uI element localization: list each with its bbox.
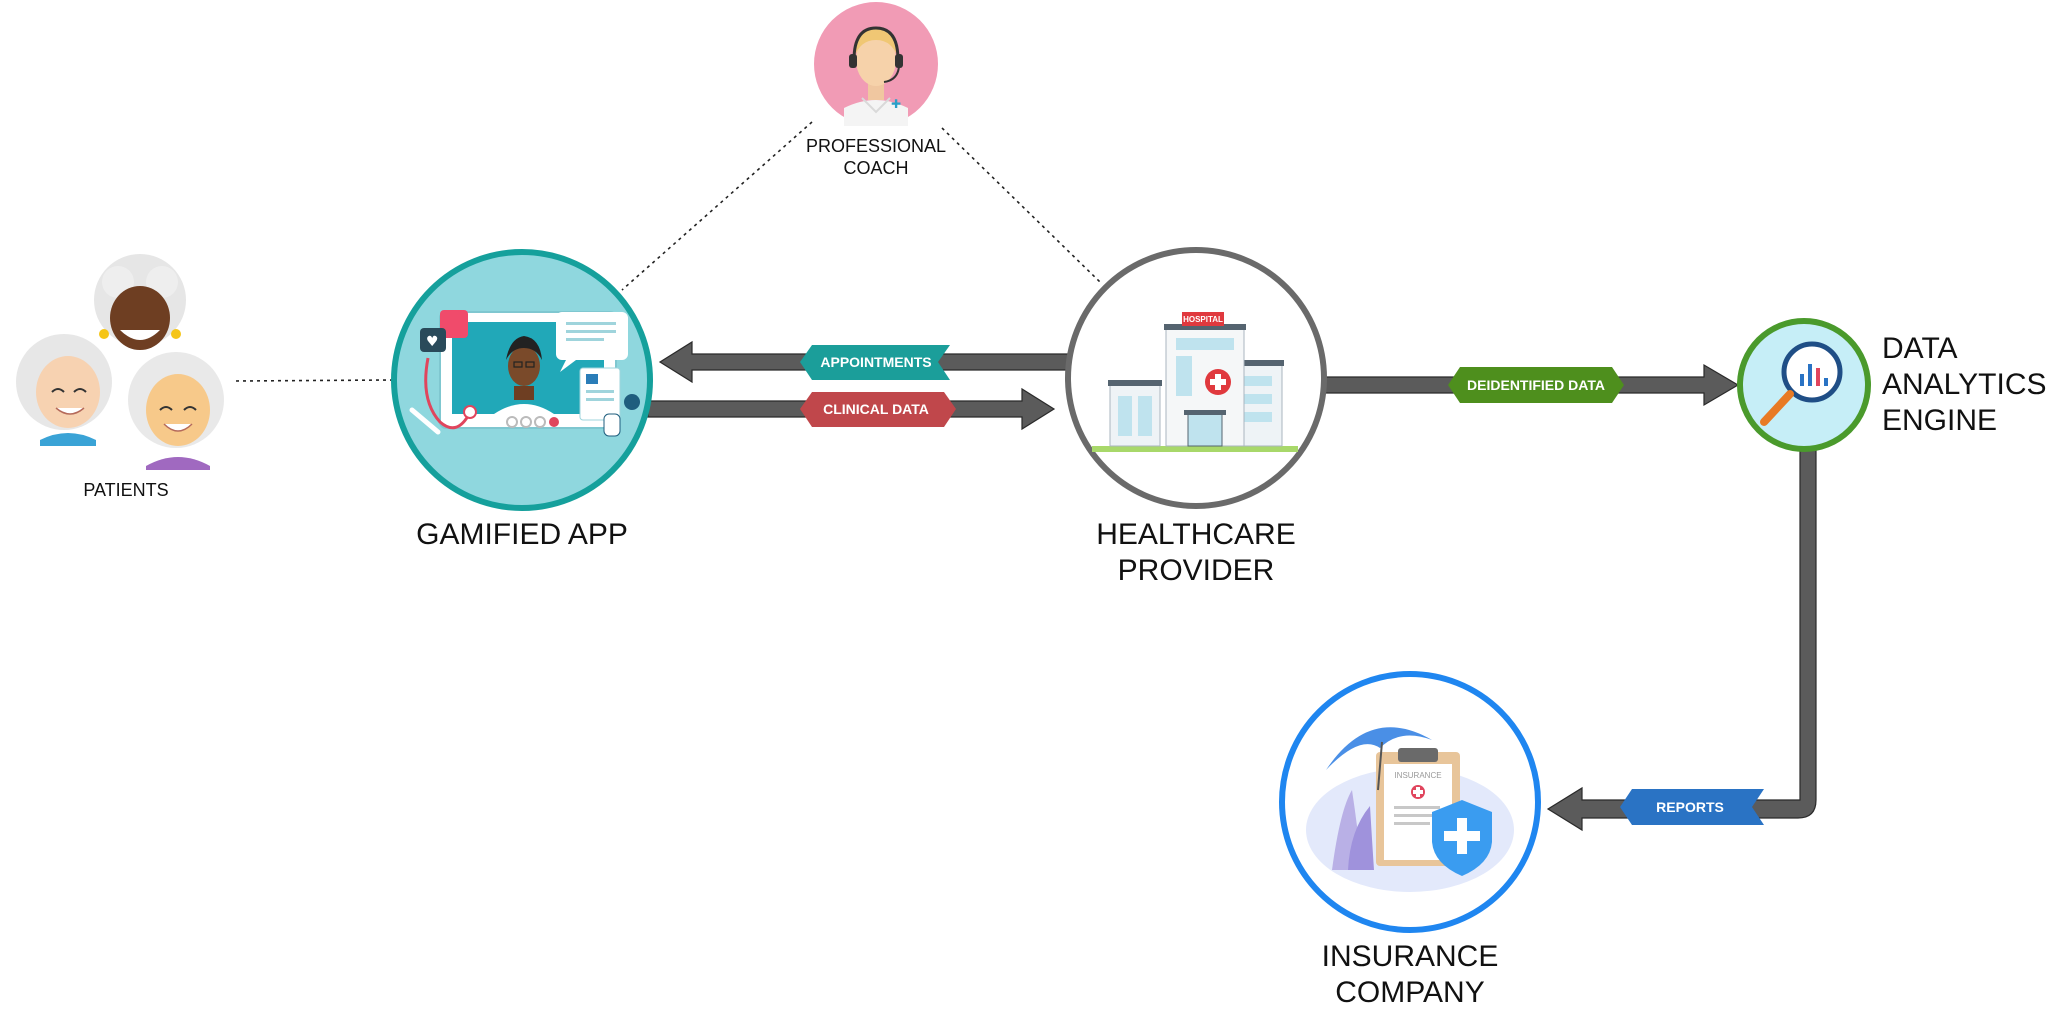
reports-label: REPORTS <box>1656 799 1724 815</box>
svg-text:✚: ✚ <box>891 97 901 111</box>
insurance-doc-title: INSURANCE <box>1394 771 1441 780</box>
insurance-label-line-2: COMPANY <box>1335 976 1484 1009</box>
reports-tag-shape <box>1620 789 1764 825</box>
deidentified-data-tag-shape <box>1448 367 1624 403</box>
reports-arrow <box>1546 447 1817 832</box>
gamified-app-node: ♥ GAMIFIED APP <box>391 249 653 551</box>
analytics-label-line-1: DATA <box>1882 332 1958 365</box>
magnifier-chart-icon <box>1760 341 1843 426</box>
hospital-sign-text: HOSPITAL <box>1183 315 1223 324</box>
deidentified-data-tag: DEIDENTIFIED DATA <box>1448 367 1624 403</box>
hospital-icon: HOSPITAL <box>1092 312 1298 452</box>
coach-to-provider-connector <box>941 127 1101 283</box>
coach-label-line-1: PROFESSIONAL <box>806 136 946 156</box>
clinical-data-label: CLINICAL DATA <box>823 401 929 417</box>
provider-label-line-1: HEALTHCARE <box>1096 518 1295 551</box>
analytics-label-line-3: ENGINE <box>1882 404 1997 437</box>
coach-headset-icon: ✚ <box>844 26 908 126</box>
clinical-data-tag-shape <box>800 392 956 427</box>
coach-to-app-connector <box>621 121 813 291</box>
analytics-label-line-2: ANALYTICS <box>1882 368 2047 401</box>
healthcare-provider-node: HOSPITAL HEALTHCARE PROVIDER <box>1065 247 1327 587</box>
patients-label: PATIENTS <box>83 480 168 500</box>
provider-label-line-2: PROVIDER <box>1118 554 1275 587</box>
appointments-label: APPOINTMENTS <box>820 354 931 370</box>
patients-illustration <box>16 254 224 470</box>
data-analytics-engine-node: DATA ANALYTICS ENGINE <box>1737 318 2047 452</box>
telehealth-screen-icon: ♥ <box>409 310 640 437</box>
appointments-tag-shape <box>800 345 950 380</box>
patients-node: PATIENTS <box>16 254 224 500</box>
coach-label-line-2: COACH <box>843 158 908 178</box>
insurance-company-node: INSURANCE INSURANCE COMPANY <box>1279 671 1541 1009</box>
appointments-tag: APPOINTMENTS <box>800 345 950 380</box>
deidentified-data-label: DEIDENTIFIED DATA <box>1467 377 1605 393</box>
patients-to-app-connector <box>235 379 393 382</box>
insurance-label-line-1: INSURANCE <box>1322 940 1499 973</box>
dotted-connectors <box>235 121 1101 382</box>
reports-tag: REPORTS <box>1620 789 1764 825</box>
insurance-policy-icon: INSURANCE <box>1306 727 1514 892</box>
app-label: GAMIFIED APP <box>416 518 628 551</box>
professional-coach-node: ✚ PROFESSIONAL COACH <box>806 2 946 178</box>
clinical-data-tag: CLINICAL DATA <box>800 392 956 427</box>
svg-text:♥: ♥ <box>426 334 439 350</box>
